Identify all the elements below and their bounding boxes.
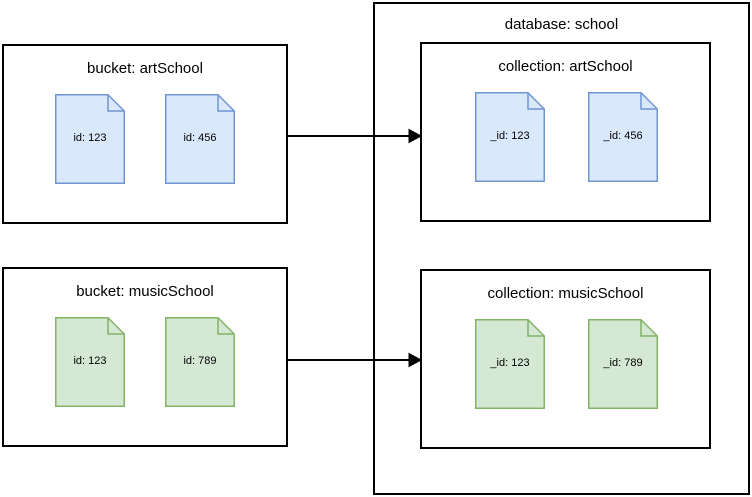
document-label: _id: 123 [490, 357, 530, 369]
bucket-artschool-box[interactable]: bucket: artSchool id: 123 id: 456 [2, 44, 288, 224]
document-shape-icon [475, 319, 545, 409]
document-icon[interactable]: _id: 789 [588, 319, 658, 409]
document-icon[interactable]: id: 456 [165, 94, 235, 184]
document-icon[interactable]: _id: 456 [588, 92, 658, 182]
document-label: _id: 789 [603, 357, 643, 369]
document-icon[interactable]: _id: 123 [475, 92, 545, 182]
database-school-title: database: school [504, 16, 619, 33]
document-shape-icon [55, 317, 125, 407]
document-shape-icon [588, 319, 658, 409]
document-shape-icon [588, 92, 658, 182]
document-shape-icon [475, 92, 545, 182]
collection-musicschool-title: collection: musicSchool [487, 285, 644, 302]
document-icon[interactable]: _id: 123 [475, 319, 545, 409]
document-icon[interactable]: id: 123 [55, 94, 125, 184]
bucket-musicschool-box[interactable]: bucket: musicSchool id: 123 id: 789 [2, 267, 288, 447]
document-icon[interactable]: id: 123 [55, 317, 125, 407]
collection-artschool-box[interactable]: collection: artSchool _id: 123 _id: 456 [420, 42, 711, 222]
database-school-box[interactable]: database: school collection: artSchool _… [373, 2, 750, 495]
document-label: id: 789 [183, 355, 217, 367]
bucket-musicschool-title: bucket: musicSchool [76, 283, 214, 300]
document-label: id: 123 [73, 355, 107, 367]
document-label: id: 456 [183, 132, 217, 144]
document-shape-icon [165, 317, 235, 407]
document-label: _id: 123 [490, 130, 530, 142]
document-icon[interactable]: id: 789 [165, 317, 235, 407]
bucket-artschool-title: bucket: artSchool [87, 60, 203, 77]
document-label: id: 123 [73, 132, 107, 144]
collection-artschool-title: collection: artSchool [498, 58, 633, 75]
document-label: _id: 456 [603, 130, 643, 142]
document-shape-icon [165, 94, 235, 184]
collection-musicschool-box[interactable]: collection: musicSchool _id: 123 _id: 78… [420, 269, 711, 449]
document-shape-icon [55, 94, 125, 184]
